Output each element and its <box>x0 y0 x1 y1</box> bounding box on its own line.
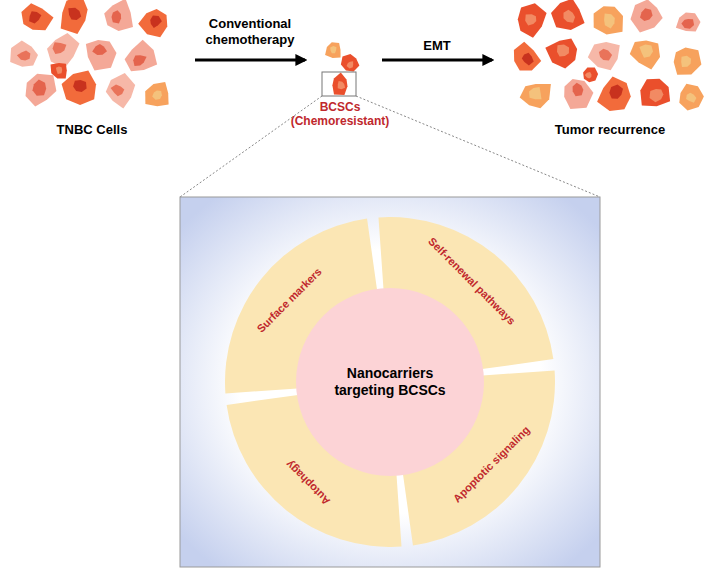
cell <box>630 40 660 69</box>
cell-nucleus <box>53 42 67 54</box>
segment-label: Surface markers <box>254 265 323 334</box>
cell-nucleus <box>573 83 584 97</box>
cell-nucleus <box>111 84 125 96</box>
cell <box>545 39 577 69</box>
cell <box>597 77 631 112</box>
cell <box>106 73 135 108</box>
cell <box>61 0 88 34</box>
cell <box>594 6 623 34</box>
process-arrow <box>382 59 492 62</box>
cell-nucleus <box>152 90 162 99</box>
cell <box>47 33 80 68</box>
step-label: EMT <box>407 38 467 54</box>
cell-nucleus <box>557 45 569 57</box>
cell <box>26 74 57 107</box>
cell-nucleus <box>609 85 623 99</box>
cell-nucleus <box>73 80 87 92</box>
cell-nucleus <box>585 72 592 79</box>
cell-nucleus <box>33 80 47 96</box>
cell-nucleus <box>529 87 542 99</box>
cell-label: BCSCs (Chemoresistant) <box>280 100 400 129</box>
cell <box>125 40 158 72</box>
cell-label: TNBC Cells <box>12 122 172 138</box>
cell <box>332 73 347 95</box>
step-label: Conventional chemotherapy <box>195 16 305 47</box>
cell-nucleus <box>133 55 146 66</box>
cell-nucleus <box>330 46 336 53</box>
cell-nucleus <box>29 11 41 23</box>
cell <box>564 79 593 109</box>
cell <box>145 82 168 106</box>
cell-nucleus <box>112 10 122 23</box>
cell <box>583 67 598 82</box>
cell <box>51 63 67 79</box>
cell-nucleus <box>599 49 612 61</box>
cell <box>86 40 117 71</box>
cell-nucleus <box>150 16 162 29</box>
cell-nucleus <box>338 81 345 89</box>
segment-label: Autophagy <box>284 458 333 507</box>
cell <box>514 42 541 71</box>
zoom-panel <box>180 197 600 567</box>
cell-label: Tumor recurrence <box>520 122 700 138</box>
cell-nucleus <box>564 10 576 23</box>
cell-nucleus <box>604 14 615 29</box>
cell <box>640 79 670 107</box>
cell <box>676 13 701 32</box>
cell <box>588 42 620 70</box>
cell <box>341 54 360 72</box>
cell <box>679 84 704 111</box>
cell-nucleus <box>650 89 664 102</box>
cell-nucleus <box>17 51 31 61</box>
cell-nucleus <box>681 19 694 29</box>
zoom-line <box>356 96 600 197</box>
cell-nucleus <box>347 61 354 68</box>
center-circle: Nanocarriers targeting BCSCs <box>295 287 485 477</box>
cell-nucleus <box>68 8 81 20</box>
cell-nucleus <box>639 45 653 58</box>
zoom-line <box>180 96 322 197</box>
cell <box>104 0 133 31</box>
cell <box>520 84 551 108</box>
cell <box>21 3 53 30</box>
cell-nucleus <box>640 8 653 21</box>
cell <box>518 3 547 38</box>
process-arrow <box>195 59 305 62</box>
cell-nucleus <box>525 14 536 25</box>
cell-illustration <box>10 0 704 111</box>
cell <box>631 0 663 33</box>
zoom-frame <box>322 72 356 96</box>
cell-nucleus <box>686 93 696 103</box>
center-text: Nanocarriers targeting BCSCs <box>320 365 460 400</box>
cell-nucleus <box>92 44 107 55</box>
cell-nucleus <box>56 66 62 74</box>
cell-nucleus <box>522 53 534 66</box>
cell <box>138 9 167 37</box>
cell-nucleus <box>681 56 691 67</box>
cell <box>62 70 96 105</box>
cell <box>10 41 38 67</box>
cell <box>551 0 585 30</box>
cell <box>674 47 702 74</box>
cell <box>325 42 341 58</box>
